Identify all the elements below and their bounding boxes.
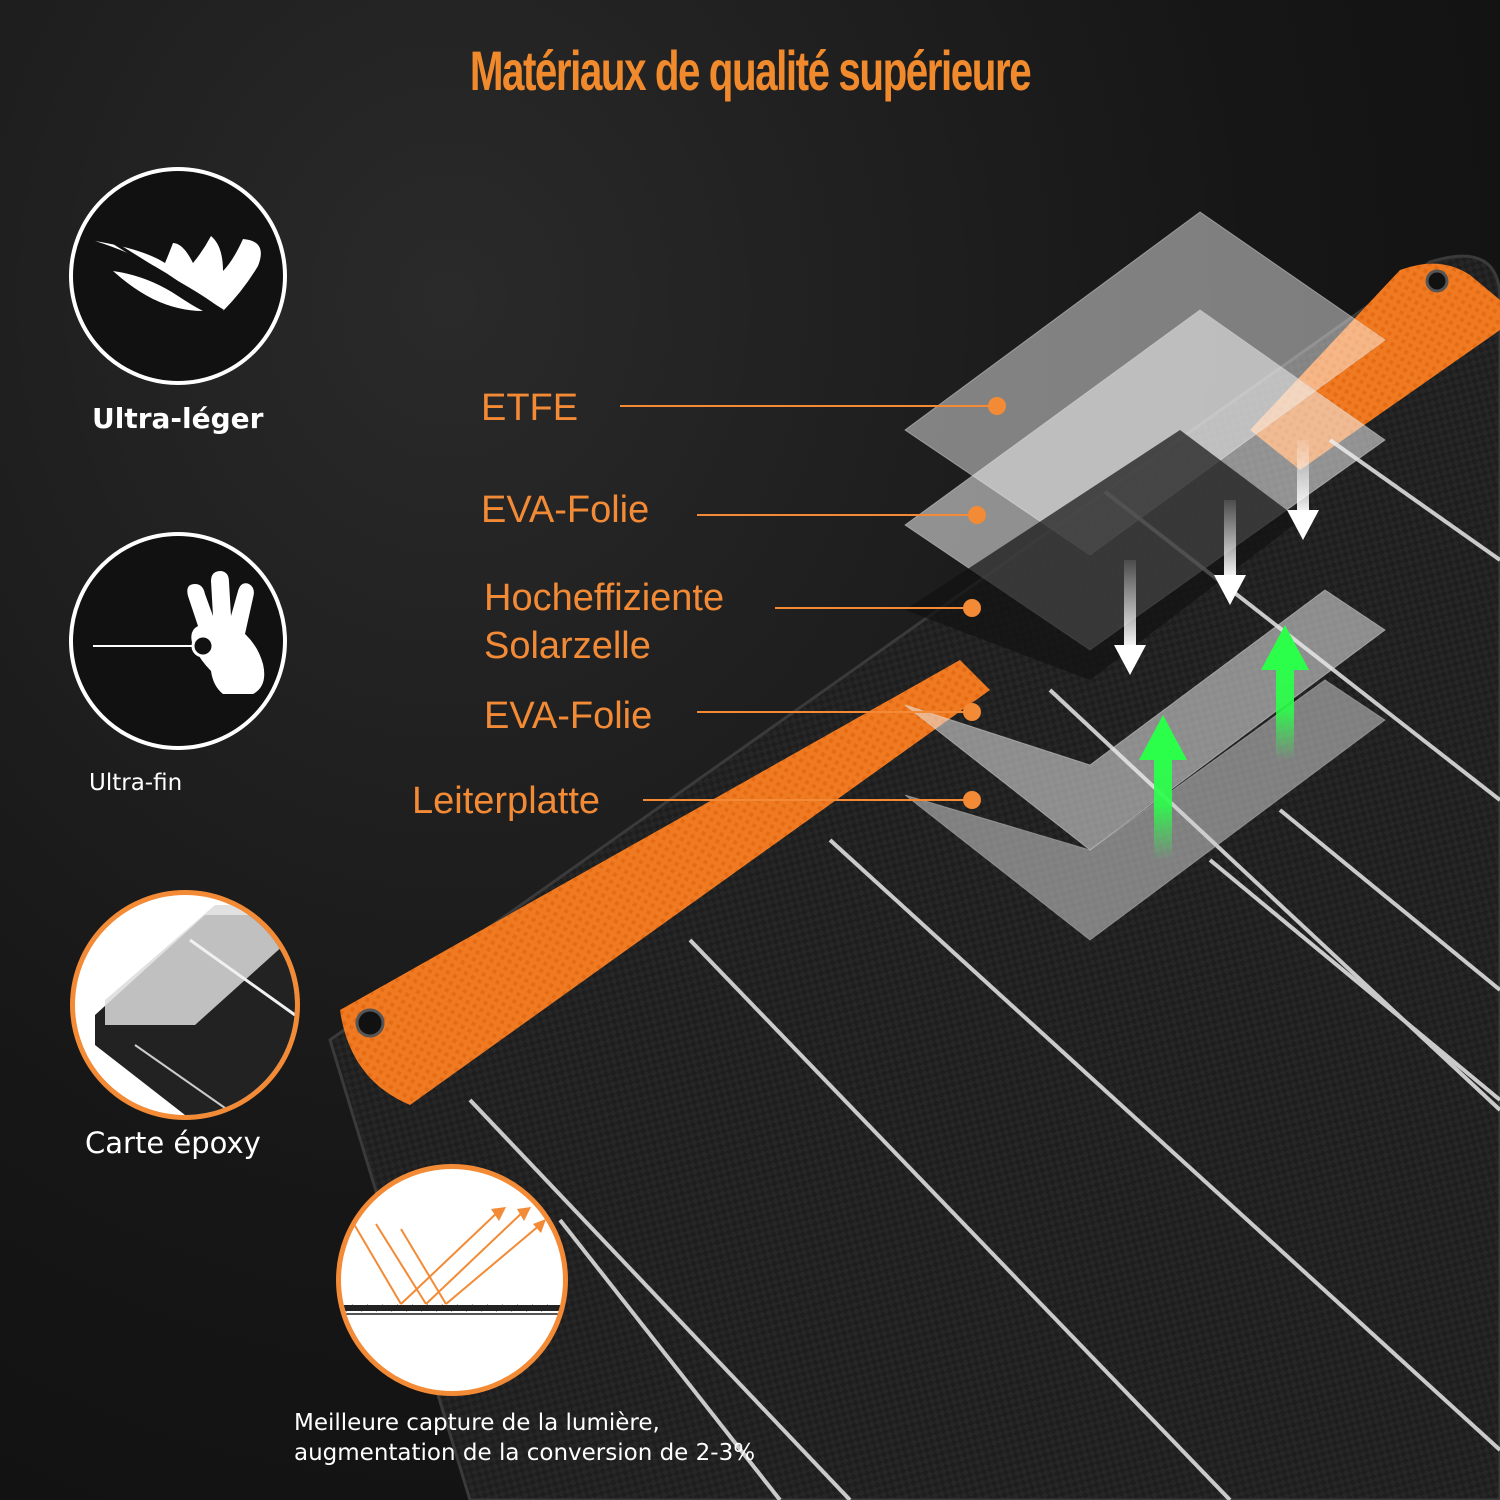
layer-solar-cell bbox=[905, 430, 1300, 680]
feature-label-ultra-light: Ultra-léger bbox=[92, 402, 264, 435]
page-title: Matériaux de qualité supérieure bbox=[469, 39, 1032, 102]
epoxy-board-icon bbox=[95, 905, 295, 1115]
layer-label-eva-bottom: EVA-Folie bbox=[484, 695, 653, 737]
leader-lines bbox=[620, 405, 995, 801]
layer-circuit-board bbox=[904, 679, 1386, 941]
eyelet-top bbox=[1425, 269, 1449, 293]
feature-circle-ultra-light bbox=[69, 167, 287, 385]
leader-dots bbox=[963, 397, 1006, 809]
caption-line-2: augmentation de la conversion de 2-3% bbox=[294, 1440, 756, 1466]
light-reflection-icon bbox=[341, 1207, 563, 1315]
feature-circle-ultra-thin bbox=[69, 532, 287, 750]
layer-label-circuit-board: Leiterplatte bbox=[412, 780, 601, 822]
feature-label-ultra-thin: Ultra-fin bbox=[89, 770, 183, 796]
feature-label-epoxy-board: Carte époxy bbox=[85, 1126, 261, 1160]
caption-line-1: Meilleure capture de la lumière, bbox=[294, 1410, 660, 1436]
layer-label-etfe: ETFE bbox=[481, 387, 579, 429]
feature-circle-epoxy-board bbox=[70, 890, 300, 1120]
eyelet-bottom bbox=[355, 1008, 385, 1038]
layer-label-eva-top: EVA-Folie bbox=[481, 489, 650, 531]
thin-hand-icon bbox=[93, 571, 265, 694]
light-capture-caption: Meilleure capture de la lumière, augment… bbox=[294, 1408, 755, 1468]
down-arrows bbox=[1114, 440, 1319, 675]
feature-circle-light-capture bbox=[336, 1164, 568, 1396]
orange-strip-diagonal bbox=[340, 660, 990, 1105]
layer-eva-bottom bbox=[904, 589, 1386, 851]
layer-label-solar-cell-line1: Hocheffiziente bbox=[484, 577, 725, 619]
layer-label-solar-cell-line2: Solarzelle bbox=[484, 625, 651, 667]
feather-icon bbox=[95, 234, 261, 313]
up-arrows bbox=[1139, 625, 1309, 860]
